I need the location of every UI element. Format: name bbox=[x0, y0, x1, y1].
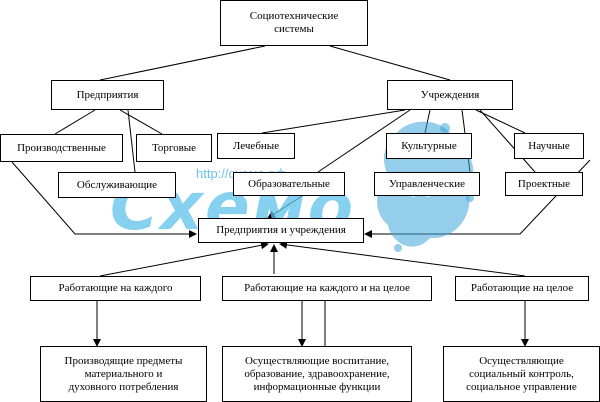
edge-institutions-cultural bbox=[424, 109, 431, 134]
node-educational: Образовательные bbox=[233, 172, 345, 196]
edge-institutions-scientific bbox=[475, 109, 526, 134]
node-institutions: Учреждения bbox=[387, 80, 513, 110]
node-work-each: Работающие на каждого bbox=[30, 276, 201, 301]
node-enterprises: Предприятия bbox=[51, 80, 164, 110]
edge-educational-combined bbox=[267, 193, 306, 219]
edge-root-enterprises bbox=[99, 45, 266, 81]
edge-whole-combined bbox=[279, 240, 526, 277]
edge-institutions-design bbox=[479, 109, 536, 173]
edge-institutions-medical bbox=[261, 109, 406, 134]
node-cultural: Культурные bbox=[386, 133, 472, 159]
edge-root-institutions bbox=[329, 45, 451, 81]
edge-each-combined bbox=[99, 241, 269, 277]
edge-production-combined bbox=[11, 161, 197, 238]
node-combined: Предприятия и учреждения bbox=[198, 218, 364, 243]
node-design: Проектные bbox=[505, 172, 583, 196]
node-implementing: Осуществляющие воспитание,образование, з… bbox=[222, 346, 412, 402]
node-management: Управленческие bbox=[374, 172, 480, 196]
node-scientific: Научные bbox=[514, 133, 584, 159]
node-production: Производственные bbox=[0, 134, 123, 162]
node-work-whole: Работающие на целое bbox=[455, 276, 589, 301]
node-trade: Торговые bbox=[136, 134, 212, 162]
node-work-each-whole: Работающие на каждого и на целое bbox=[222, 276, 432, 301]
node-service: Обслуживающие bbox=[58, 172, 176, 198]
edge-enterprises-service bbox=[127, 109, 136, 173]
node-medical: Лечебные bbox=[217, 133, 295, 159]
edge-enterprises-trade bbox=[119, 109, 163, 135]
edge-enterprises-production bbox=[54, 109, 96, 135]
edge-institutions-educational bbox=[317, 109, 411, 173]
